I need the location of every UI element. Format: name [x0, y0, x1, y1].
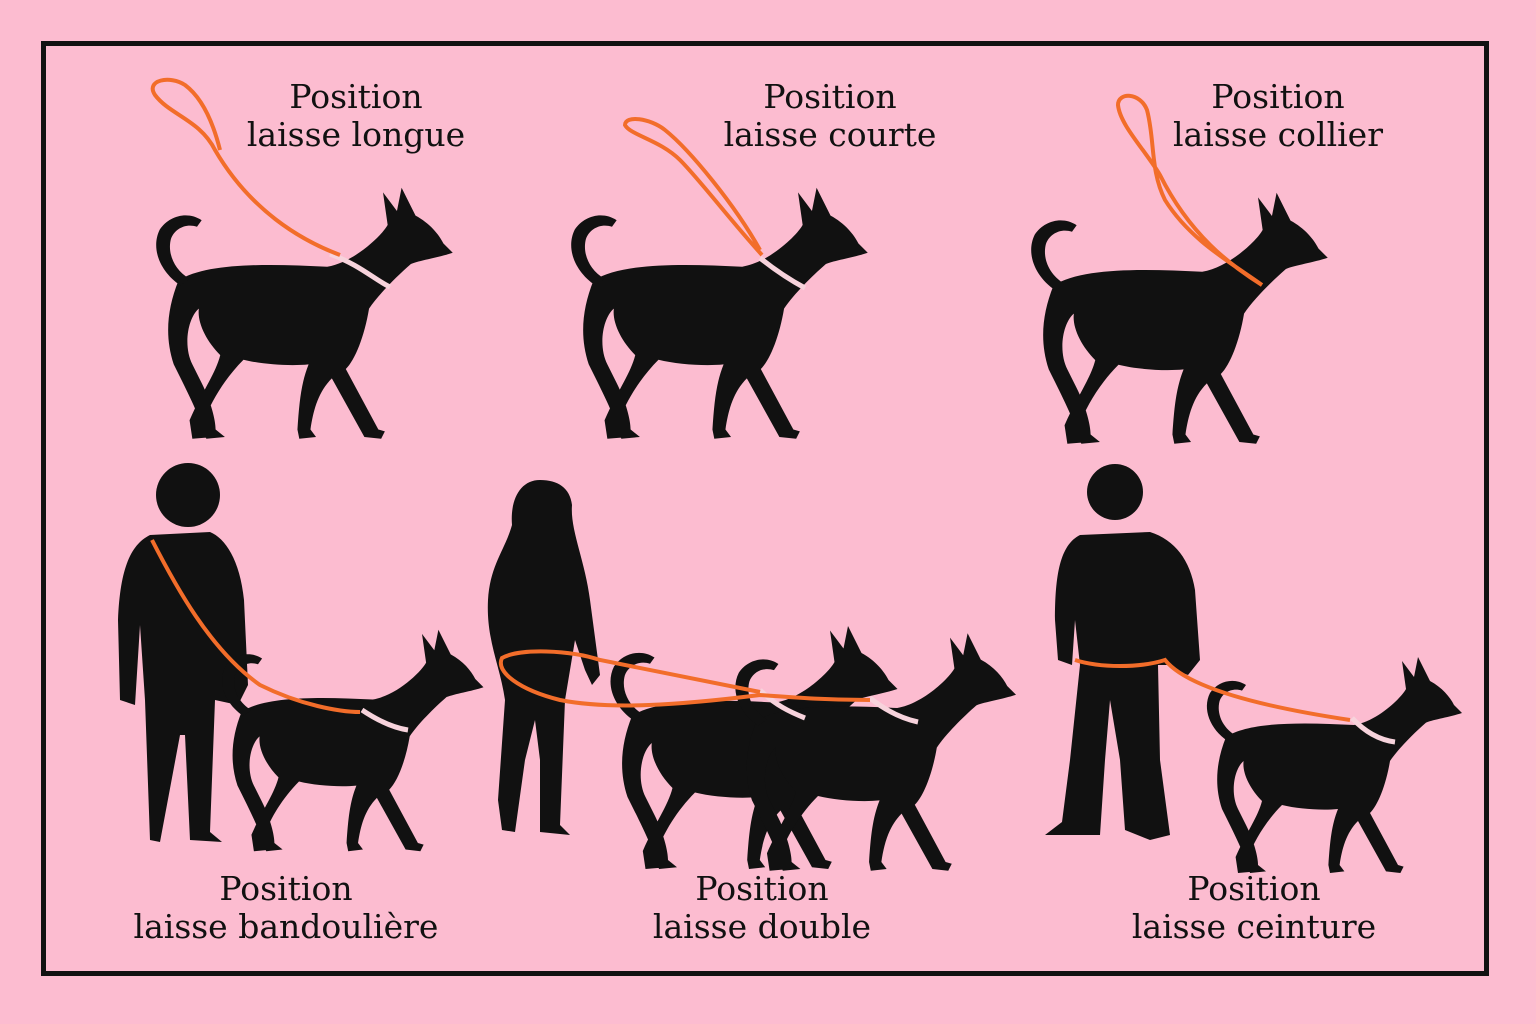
caption-shoulder-leash: Position laisse bandoulière [106, 870, 466, 946]
caption-double-leash: Position laisse double [582, 870, 942, 946]
caption-line2: laisse ceinture [1131, 907, 1377, 946]
caption-line2: laisse collier [1173, 115, 1383, 154]
dog-silhouette-icon [1031, 192, 1328, 444]
panel-belt-leash [1045, 464, 1462, 873]
dog-silhouette-icon [222, 629, 484, 852]
person-silhouette-icon [118, 463, 248, 842]
leash-icon [498, 649, 871, 708]
caption-line1: Position [1187, 869, 1321, 908]
leash-icon [150, 539, 361, 714]
caption-long-leash: Position laisse longue [176, 78, 536, 154]
caption-line1: Position [1211, 77, 1345, 116]
panel-shoulder-leash [118, 463, 484, 852]
leash-icon [1115, 93, 1264, 287]
caption-collar-leash: Position laisse collier [1098, 78, 1458, 154]
person-silhouette-icon [1045, 464, 1200, 840]
panel-long-leash [150, 77, 453, 439]
leash-icon [150, 77, 341, 257]
caption-line2: laisse longue [246, 115, 466, 154]
caption-belt-leash: Position laisse ceinture [1074, 870, 1434, 946]
caption-line1: Position [289, 77, 423, 116]
caption-line1: Position [763, 77, 897, 116]
caption-line2: laisse bandoulière [133, 907, 439, 946]
dog-silhouette-icon [571, 187, 868, 439]
leash-icon [1074, 657, 1351, 722]
caption-short-leash: Position laisse courte [650, 78, 1010, 154]
caption-line1: Position [695, 869, 829, 908]
dog-silhouette-icon [1206, 657, 1462, 873]
caption-line1: Position [219, 869, 353, 908]
person-silhouette-icon [487, 480, 600, 835]
panel-double-leash [487, 480, 1016, 871]
border-frame [41, 41, 1489, 976]
caption-line2: laisse courte [723, 115, 937, 154]
dog-silhouette-icon [156, 187, 453, 439]
leash-icon [622, 117, 764, 257]
panel-short-leash [571, 117, 868, 439]
caption-line2: laisse double [652, 907, 872, 946]
panel-collar-leash [1031, 93, 1328, 444]
